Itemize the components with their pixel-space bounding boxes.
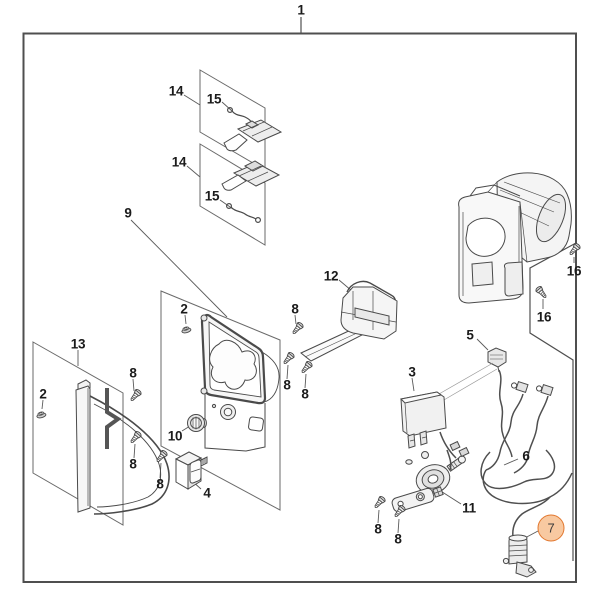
part-label-8[interactable]: 8 — [301, 386, 309, 402]
part-label-11[interactable]: 11 — [462, 500, 476, 516]
part-label-12[interactable]: 12 — [323, 268, 339, 284]
panel-14-top — [199, 69, 266, 171]
part-label-8[interactable]: 8 — [291, 301, 299, 317]
screw-8-icon — [128, 430, 143, 446]
bracket-12-drawing — [300, 280, 398, 362]
part-label-8[interactable]: 8 — [129, 456, 137, 472]
fan-housing-drawing — [200, 313, 280, 452]
part-label-8[interactable]: 8 — [394, 531, 402, 547]
panel-13 — [32, 341, 124, 526]
motor-housing-drawing — [458, 172, 572, 304]
part-label-8[interactable]: 8 — [156, 476, 164, 492]
part-label-9[interactable]: 9 — [124, 205, 132, 221]
part-label-4[interactable]: 4 — [203, 485, 211, 501]
part-label-16[interactable]: 16 — [536, 309, 552, 325]
switch-4-drawing — [174, 451, 208, 490]
screw-8-icon — [281, 351, 296, 367]
part-label-16[interactable]: 16 — [566, 263, 582, 279]
part-label-8[interactable]: 8 — [129, 365, 137, 381]
knob-10-drawing — [187, 414, 207, 432]
connector-14-top-drawing — [223, 119, 283, 152]
screw-8-icon — [299, 360, 314, 376]
part-label-14[interactable]: 14 — [168, 83, 184, 99]
part-label-15[interactable]: 15 — [204, 188, 220, 204]
part-label-8[interactable]: 8 — [283, 377, 291, 393]
diagram-frame — [22, 17, 577, 583]
screw-8-icon — [290, 321, 305, 337]
cover-13-drawing — [75, 379, 170, 515]
part-label-6[interactable]: 6 — [522, 448, 530, 464]
screw-16-icon — [567, 242, 582, 258]
solenoid-11-drawing — [391, 451, 466, 513]
connector-5-drawing — [487, 347, 507, 373]
part-label-2[interactable]: 2 — [180, 301, 188, 317]
part-label-5[interactable]: 5 — [466, 327, 474, 343]
connector-14-bottom-drawing — [221, 160, 281, 191]
cable-15-bottom-drawing — [226, 203, 262, 224]
part-label-8[interactable]: 8 — [374, 521, 382, 537]
part-label-13[interactable]: 13 — [70, 336, 86, 352]
sensor-7-drawing — [502, 534, 537, 578]
highlighted-part-label-7[interactable]: 7 — [537, 514, 565, 542]
detail-boundary — [529, 242, 577, 561]
part-label-1[interactable]: 1 — [297, 2, 305, 18]
wire-connectors-drawing — [449, 381, 554, 458]
part-label-3[interactable]: 3 — [408, 364, 416, 380]
part-label-15[interactable]: 15 — [206, 91, 222, 107]
module-3-drawing — [399, 362, 498, 449]
nut-2-icon — [180, 325, 192, 335]
screw-8-icon — [372, 495, 387, 511]
screw-8-icon — [128, 388, 143, 404]
leader-lines — [41, 94, 575, 540]
part-label-14[interactable]: 14 — [171, 154, 187, 170]
nut-2-icon — [35, 410, 47, 420]
screw-16-icon — [534, 285, 549, 301]
part-label-10[interactable]: 10 — [167, 428, 183, 444]
wiring-harness-drawing — [439, 369, 573, 538]
part-label-2[interactable]: 2 — [39, 386, 47, 402]
panel-9 — [160, 290, 281, 511]
